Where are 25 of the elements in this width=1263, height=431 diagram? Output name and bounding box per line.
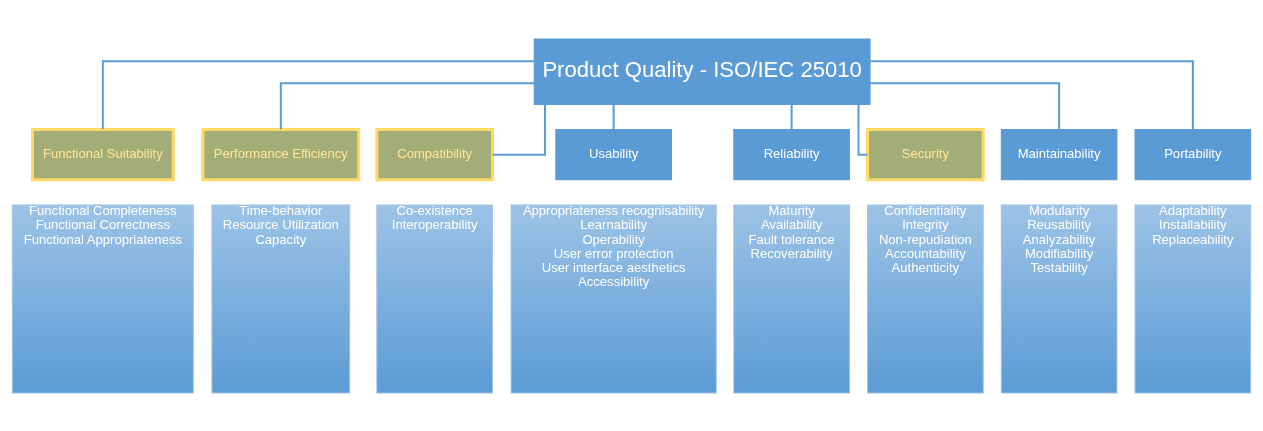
node-box: Adaptability Installability Replaceability xyxy=(1134,203,1252,393)
connector xyxy=(612,104,615,129)
connector xyxy=(790,104,793,129)
node-box: Product Quality - ISO/IEC 25010 xyxy=(533,38,871,105)
node-box: Performance Efficiency xyxy=(201,127,361,181)
node-box: Portability xyxy=(1134,128,1252,180)
node-box: Compatibility xyxy=(375,127,494,181)
connector xyxy=(279,81,535,129)
connector xyxy=(870,59,1194,129)
connector xyxy=(870,81,1061,129)
node-box: Maturity Availability Fault tolerance Recoverability xyxy=(733,203,850,393)
node-box: Security xyxy=(866,127,985,181)
connector xyxy=(857,104,868,156)
node-box: Functional Suitability xyxy=(30,127,175,181)
node-box: Modularity Reusability Analyzability Modifiability Testability xyxy=(1000,203,1118,393)
node-box: Appropriateness recognisability Learnability Operability User error protection User interface aesthetics Accessibility xyxy=(510,203,717,393)
node-box: Functional Completeness Functional Correctness Functional Appropriateness xyxy=(11,203,194,393)
node-box: Reliability xyxy=(733,128,850,180)
node-box: Time-behavior Resource Utilization Capacity xyxy=(211,203,351,393)
node-box: Co-existence Interoperability xyxy=(376,203,493,393)
node-box: Usability xyxy=(555,128,672,180)
connector xyxy=(492,104,547,156)
node-box: Confidentiality Integrity Non-repudiation Accountability Authenticity xyxy=(867,203,984,393)
node-box: Maintainability xyxy=(1000,128,1118,180)
connector xyxy=(101,59,534,129)
